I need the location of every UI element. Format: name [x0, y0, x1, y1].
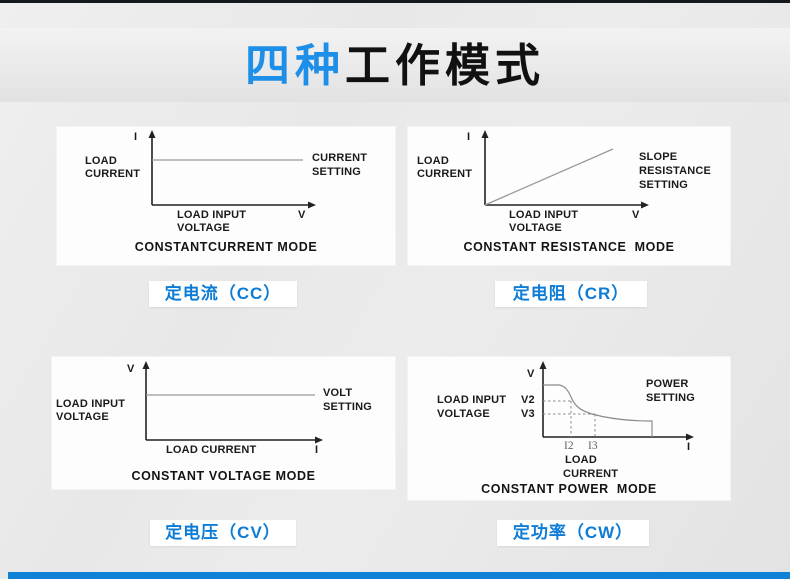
cw-x-tick-i3: I3: [588, 440, 598, 452]
cr-left-label-line2: CURRENT: [417, 168, 473, 180]
cv-x-title: LOAD CURRENT: [166, 444, 257, 456]
cr-x-axis-label: V: [632, 209, 640, 221]
cw-diagram-graphic: [539, 361, 694, 441]
badge-cc-mode: 定电流（CC）: [149, 281, 297, 307]
badge-cw-mode: 定功率（CW）: [497, 520, 649, 546]
badge-cr-mode: 定电阻（CR）: [495, 281, 647, 307]
cr-caption: CONSTANT RESISTANCE MODE: [463, 240, 675, 254]
cc-left-label-line1: LOAD: [85, 155, 117, 167]
cw-y-axis-label: V: [527, 368, 535, 380]
bottom-blue-bar: [8, 572, 790, 579]
cw-y-tick-v3: V3: [521, 408, 535, 420]
cc-x-title-line1: LOAD INPUT: [177, 209, 247, 221]
cr-diagram-graphic: [481, 130, 649, 209]
cr-x-title-line2: VOLTAGE: [509, 222, 562, 234]
cv-y-axis-label: V: [127, 363, 135, 375]
cc-y-axis-label: I: [134, 131, 138, 143]
panel-constant-resistance: I LOAD CURRENT SLOPE RESISTANCE SETTING …: [408, 127, 730, 265]
title-band: [0, 28, 790, 102]
cc-setting-label-line2: SETTING: [312, 166, 362, 178]
cv-left-label-line2: VOLTAGE: [56, 411, 109, 423]
cv-setting-label-line2: SETTING: [323, 401, 373, 413]
cv-caption: CONSTANT VOLTAGE MODE: [131, 469, 316, 483]
cc-diagram-graphic: [148, 130, 316, 209]
page-title: 四种工作模式: [0, 34, 790, 98]
cw-x-axis-label: I: [687, 441, 691, 453]
page-title-rest: 工作模式: [345, 40, 546, 91]
cr-left-label-line1: LOAD: [417, 155, 449, 167]
cc-x-title-line2: VOLTAGE: [177, 222, 230, 234]
cr-setting-label-line3: SETTING: [639, 179, 689, 191]
cc-caption: CONSTANTCURRENT MODE: [134, 240, 318, 254]
cc-left-label-line2: CURRENT: [85, 168, 141, 180]
cw-x-title-line1: LOAD: [565, 454, 597, 466]
panel-constant-current: I LOAD CURRENT CURRENT SETTING V LOAD IN…: [57, 127, 395, 265]
cv-diagram-graphic: [142, 361, 323, 444]
cw-setting-label-line1: POWER: [646, 378, 689, 390]
cw-left-label-line1: LOAD INPUT: [437, 394, 507, 406]
page-title-highlight: 四种: [244, 40, 345, 91]
cc-x-axis-label: V: [298, 209, 306, 221]
cw-left-label-line2: VOLTAGE: [437, 408, 490, 420]
cr-x-title-line1: LOAD INPUT: [509, 209, 579, 221]
cv-setting-label-line1: VOLT: [323, 387, 353, 399]
panel-constant-power: V V2 V3 LOAD INPUT VOLTAGE POWER SETTING…: [408, 357, 730, 500]
panel-constant-voltage: V LOAD INPUT VOLTAGE VOLT SETTING I LOAD…: [52, 357, 395, 489]
badge-cv-mode: 定电压（CV）: [150, 520, 296, 546]
cw-caption: CONSTANT POWER MODE: [481, 482, 657, 496]
cr-setting-label-line2: RESISTANCE: [639, 165, 712, 177]
cr-setting-label-line1: SLOPE: [639, 151, 678, 163]
cc-setting-label-line1: CURRENT: [312, 152, 368, 164]
cv-x-axis-label: I: [315, 444, 319, 456]
cv-left-label-line1: LOAD INPUT: [56, 398, 126, 410]
cw-setting-label-line2: SETTING: [646, 392, 696, 404]
cr-y-axis-label: I: [467, 131, 471, 143]
cw-x-title-line2: CURRENT: [563, 468, 619, 480]
top-dark-bar: [0, 0, 790, 3]
cw-x-tick-i2: I2: [564, 440, 574, 452]
cw-y-tick-v2: V2: [521, 394, 535, 406]
